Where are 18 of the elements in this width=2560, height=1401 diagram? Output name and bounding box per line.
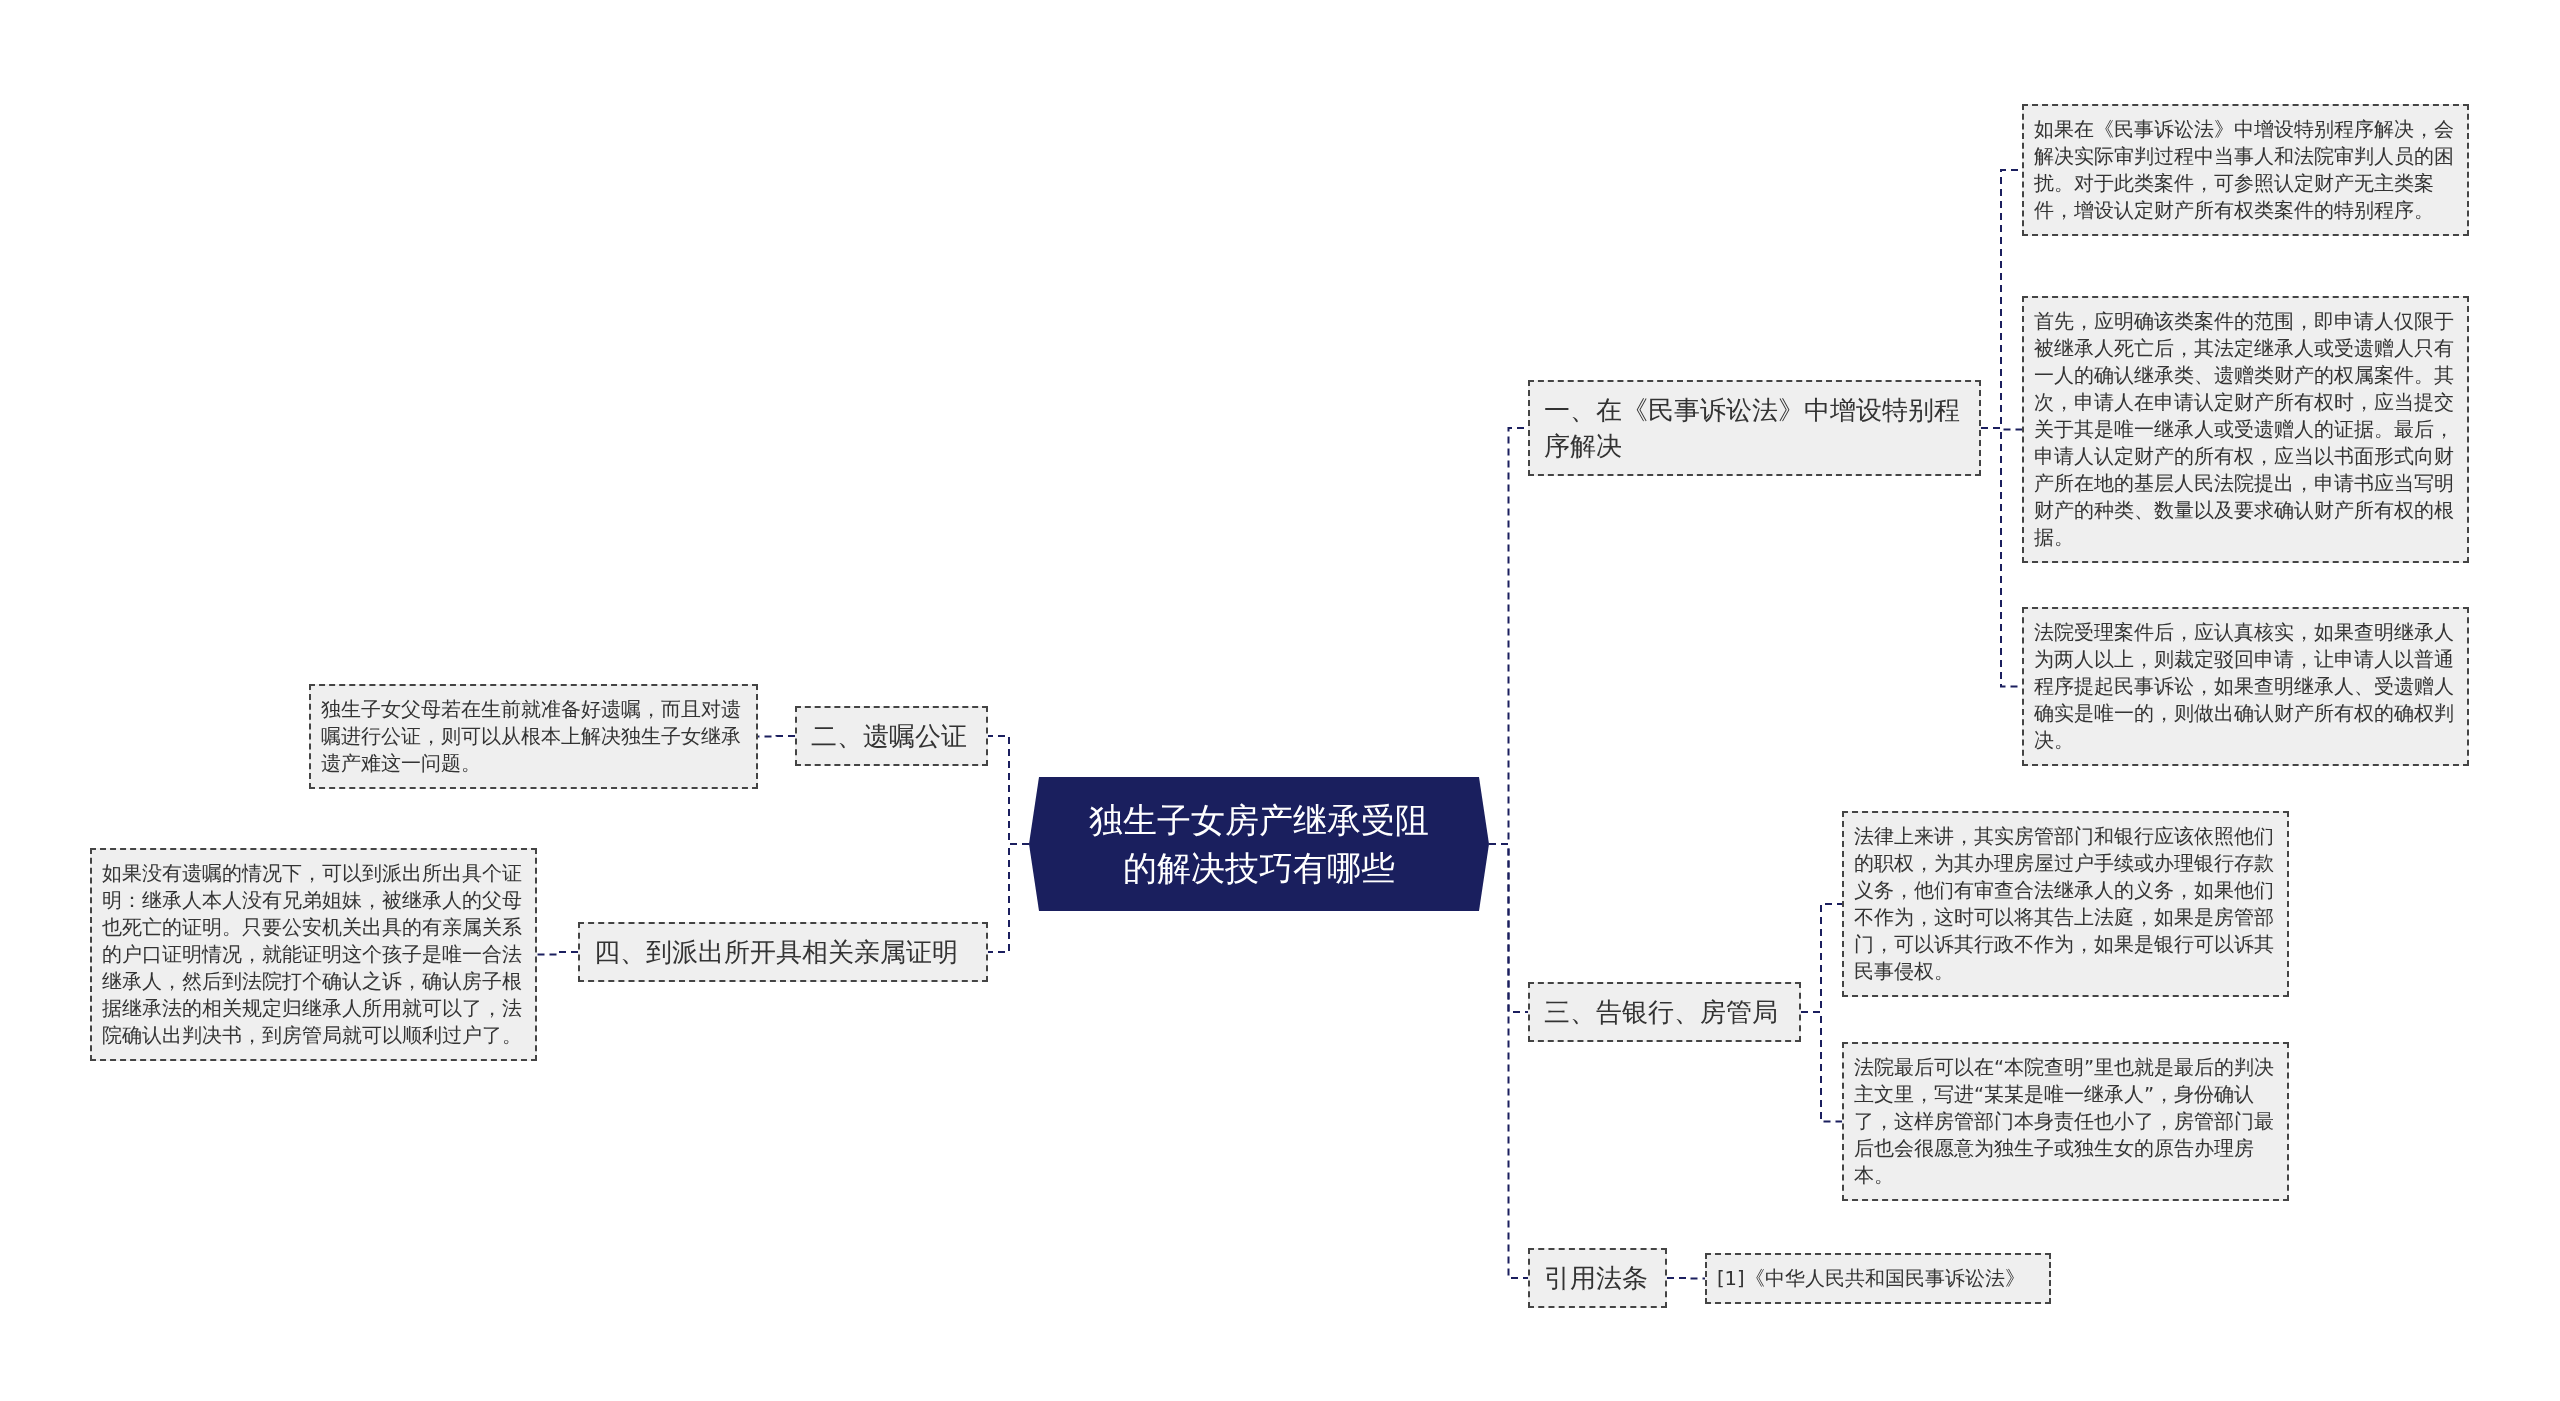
connector <box>536 951 579 956</box>
note-box: 法律上来讲，其实房管部门和银行应该依照他们的职权，为其办理房屋过户手续或办理银行存款义务，他们有审查合法继承人的义务，如果他们不作为，这时可以将其告上法庭，如果是房管部门，可以诉其行政不作为，如果是银行可以诉其民事侵权。 <box>1842 811 2289 997</box>
note-box: 法院受理案件后，应认真核实，如果查明继承人为两人以上，则裁定驳回申请，让申请人以普通程序提起民事诉讼，如果查明继承人、受遗赠人确实是唯一的，则做出确认财产所有权的确权判决。 <box>2022 606 2469 766</box>
topic-box: 二、遗嘱公证 <box>795 706 988 766</box>
connector <box>1666 1277 1706 1280</box>
connector <box>987 843 1030 953</box>
note-box: 法院最后可以在“本院查明”里也就是最后的判决主文里，写进“某某是唯一继承人”，身份确认了，这样房管部门本身责任也小了，房管部门最后也会很愿意为独生子或独生女的原告办理房本。 <box>1842 1041 2289 1201</box>
note-box: 首先，应明确该类案件的范围，即申请人仅限于被继承人死亡后，其法定继承人或受遗赠人只有一人的确认继承类、遗赠类财产的权属案件。其次，申请人在申请认定财产所有权时，应当提交关于其是唯一继承人或受遗赠人的证据。最后，申请人认定财产的所有权，应当以书面形式向财产所在地的基层人民法院提出，申请书应当写明财产的种类、数量以及要求确认财产所有权的根据。 <box>2022 295 2469 563</box>
topic-box: 一、在《民事诉讼法》中增设特别程序解决 <box>1528 380 1981 476</box>
note-box: 如果没有遗嘱的情况下，可以到派出所出具个证明：继承人本人没有兄弟姐妹，被继承人的父母也死亡的证明。只要公安机关出具的有亲属关系的户口证明情况，就能证明这个孩子是唯一合法继承人，然后到法院打个确认之诉，确认房子根据继承法的相关规定归继承人所用就可以了，法院确认出判决书，到房管局就可以顺利过户了。 <box>90 847 537 1061</box>
note-box: [1]《中华人民共和国民事诉讼法》 <box>1705 1252 2051 1304</box>
central-topic: 独生子女房产继承受阻的解决技巧有哪些 <box>1029 777 1489 911</box>
note-box: 独生子女父母若在生前就准备好遗嘱，而且对遗嘱进行公证，则可以从根本上解决独生子女继承遗产难这一问题。 <box>309 683 758 789</box>
topic-box: 四、到派出所开具相关亲属证明 <box>578 922 988 982</box>
topic-box: 三、告银行、房管局 <box>1528 982 1801 1042</box>
note-box: 如果在《民事诉讼法》中增设特别程序解决，会解决实际审判过程中当事人和法院审判人员的困扰。对于此类案件，可参照认定财产无主类案件，增设认定财产所有权类案件的特别程序。 <box>2022 104 2469 236</box>
connector <box>1800 1011 1843 1123</box>
topic-box: 引用法条 <box>1528 1248 1667 1308</box>
